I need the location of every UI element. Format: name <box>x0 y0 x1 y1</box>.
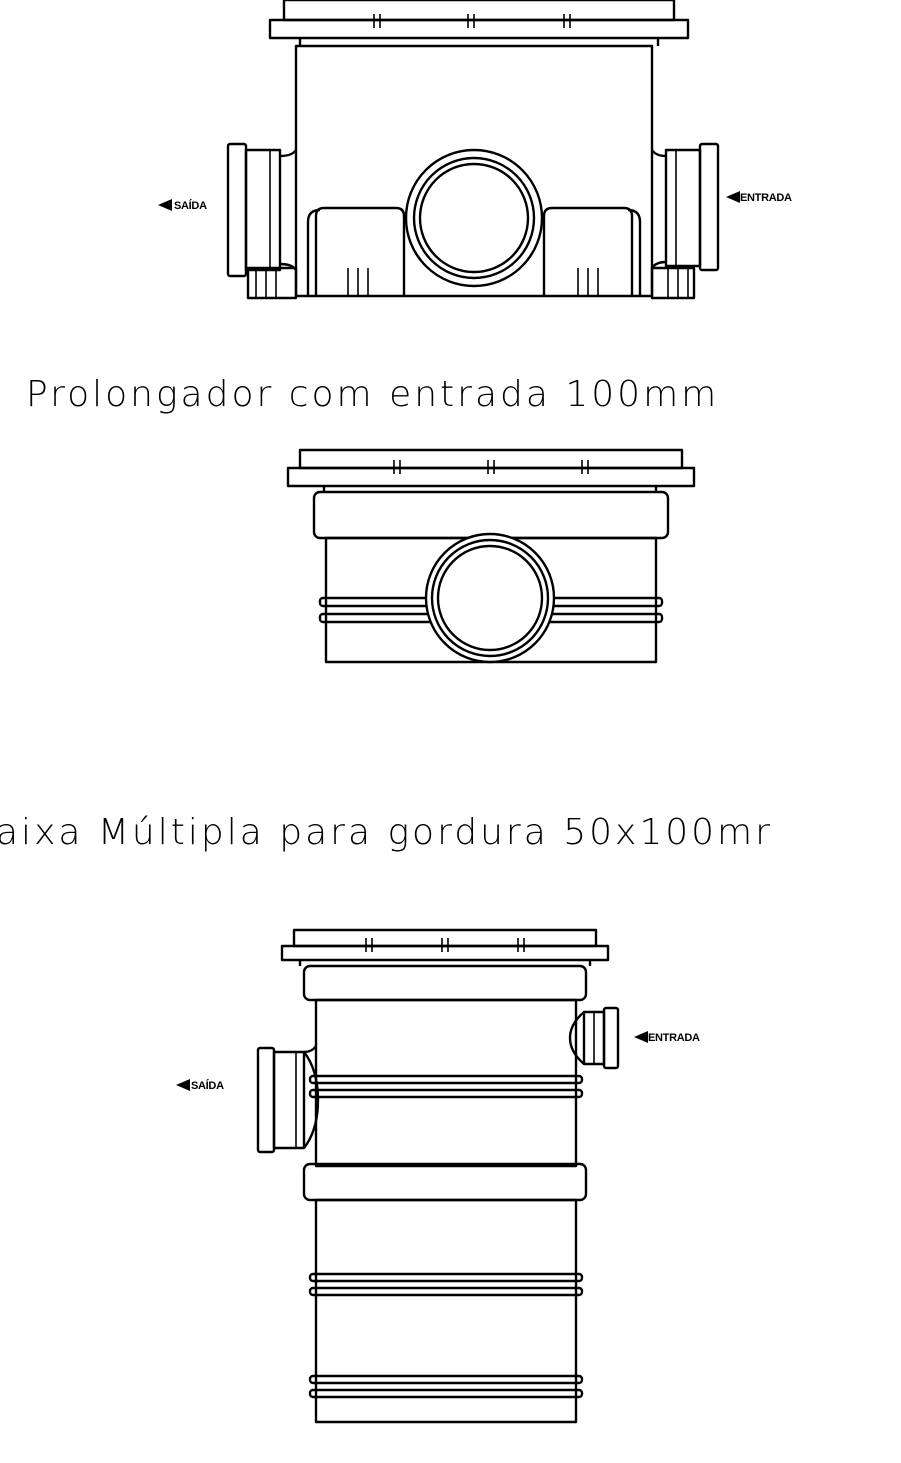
inlet-arrow-icon-2 <box>634 1031 648 1043</box>
lid-top <box>282 0 676 22</box>
lid-rim <box>268 18 690 40</box>
label-entrada-2: ENTRADA <box>648 1032 700 1044</box>
label-saida-1: SAÍDA <box>174 199 207 212</box>
label-saida-2: SAÍDA <box>191 1079 224 1092</box>
box-body <box>294 44 654 298</box>
outlet-arrow-icon <box>158 199 172 211</box>
drawing-3-multiple-box <box>176 928 648 1424</box>
label-entrada-1: ENTRADA <box>740 192 792 204</box>
drawing-2-extension <box>286 448 696 664</box>
inlet-arrow-icon <box>726 191 740 203</box>
caption-top: Prolongador com entrada 100mm <box>26 374 719 415</box>
outlet-arrow-icon-2 <box>176 1079 190 1091</box>
drawing-1-box-with-side-ports <box>158 0 740 300</box>
caption-middle: aixa Múltipla para gordura 50x100mr <box>0 812 773 853</box>
center-pipe-outer <box>404 148 544 288</box>
